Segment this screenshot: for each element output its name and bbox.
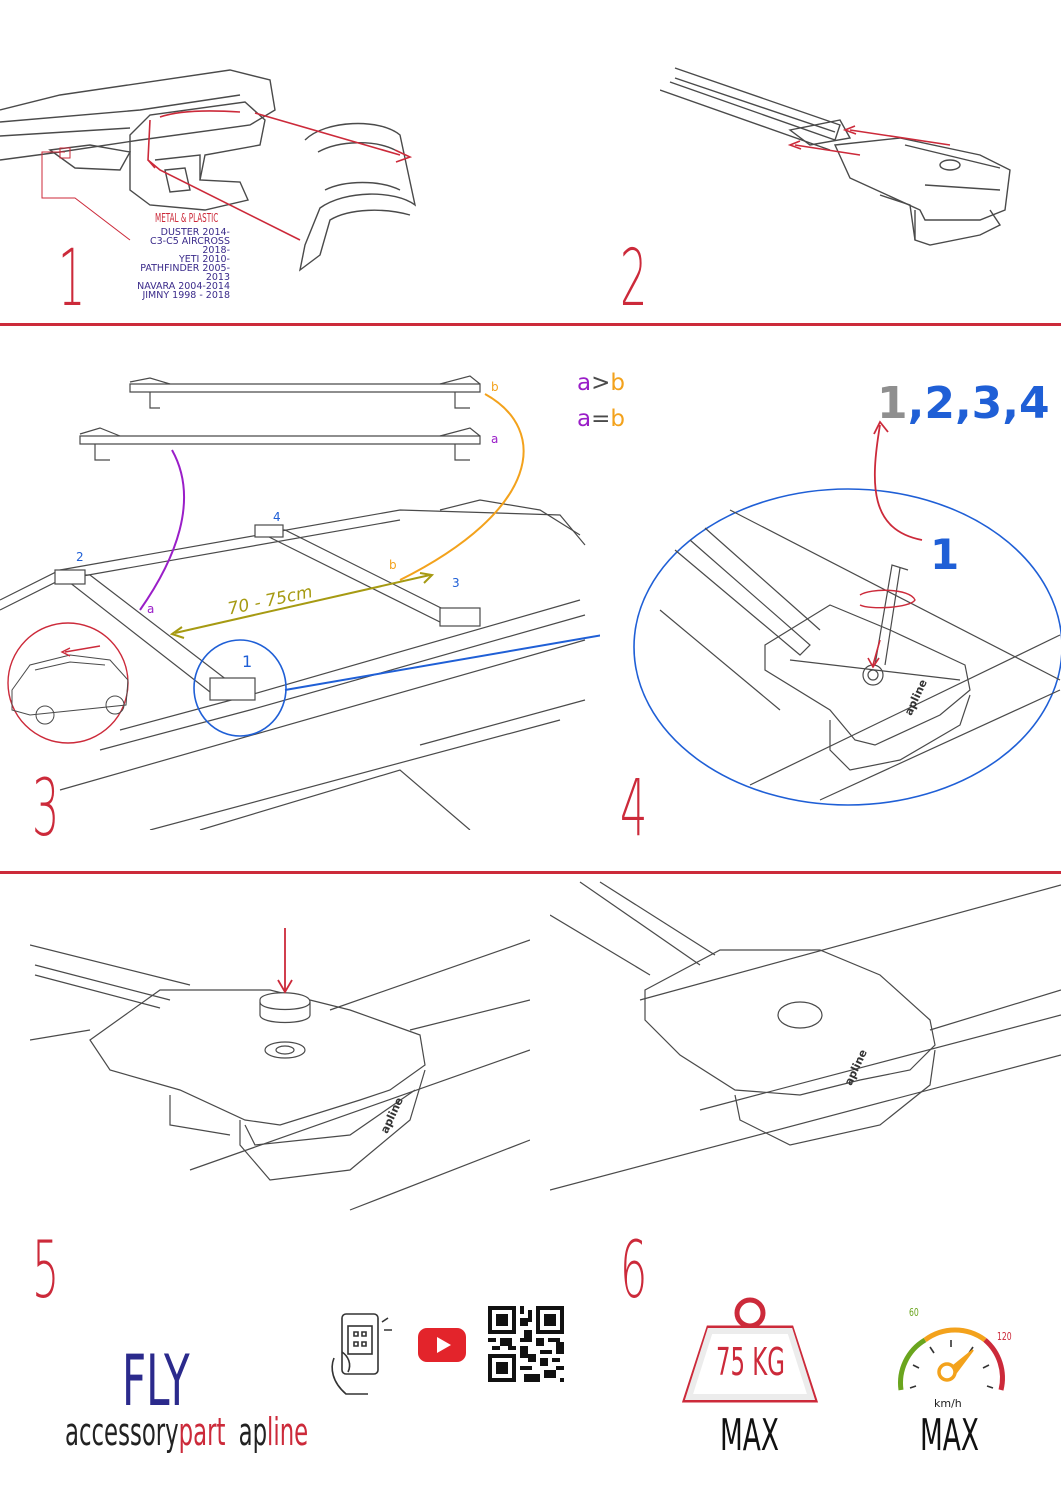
step-number-5: 5 xyxy=(32,1226,60,1316)
position-label-4: 4 xyxy=(273,510,281,524)
bar-label-a: a xyxy=(491,432,499,446)
vehicle-duster: DUSTER 2014- xyxy=(160,227,230,238)
step6-illustration xyxy=(550,881,1061,1191)
position-label-2: 2 xyxy=(76,550,84,564)
rule1-left: a xyxy=(577,370,592,396)
step-number-4: 4 xyxy=(620,764,648,854)
step-number-2: 2 xyxy=(620,234,648,324)
rule2-right: b xyxy=(610,406,625,432)
step3-illustration xyxy=(0,375,600,830)
step5-illustration xyxy=(30,928,530,1211)
rule1-right: b xyxy=(610,370,625,396)
weight-value: 75 KG xyxy=(716,1340,785,1384)
step-number-6: 6 xyxy=(620,1226,648,1316)
step-number-1: 1 xyxy=(58,234,86,324)
arc-label-b: b xyxy=(389,558,397,572)
vehicle-jimny: JIMNY 1998 - 2018 xyxy=(142,290,230,301)
rule-a-equals-b: a=b xyxy=(577,406,625,432)
rule2-left: a xyxy=(577,406,592,432)
callout-position-1: 1 xyxy=(930,530,960,579)
step2-illustration xyxy=(660,67,1011,246)
rule1-op: > xyxy=(591,370,611,396)
qr-code-icon[interactable] xyxy=(488,1306,564,1382)
step1-illustration xyxy=(0,69,417,272)
divider-top xyxy=(0,323,1061,326)
vehicle-yeti: YETI 2010- xyxy=(178,254,230,265)
tightening-order: 1,2,3,4 xyxy=(877,378,1050,429)
rule2-op: = xyxy=(591,406,611,432)
step1-material-label: METAL & PLASTIC xyxy=(155,211,219,225)
position-label-3: 3 xyxy=(452,576,460,590)
speed-max-label: MAX xyxy=(920,1410,979,1461)
vehicle-pathfinder: PATHFINDER 2005-2013 xyxy=(140,263,230,283)
vehicle-navara: NAVARA 2004-2014 xyxy=(137,281,230,292)
position-label-1: 1 xyxy=(242,652,253,671)
speed-min-label: 60 xyxy=(909,1306,919,1319)
brand-part: part xyxy=(178,1410,226,1454)
speedometer-icon xyxy=(898,1327,1005,1391)
arc-label-a: a xyxy=(147,602,155,616)
rule-a-greater-b: a>b xyxy=(577,370,625,396)
step-number-3: 3 xyxy=(32,764,60,854)
vehicle-aircross: C3-C5 AIRCROSS 2018- xyxy=(149,236,230,256)
youtube-icon[interactable] xyxy=(418,1328,466,1362)
phone-scan-icon[interactable] xyxy=(328,1312,394,1396)
step4-illustration xyxy=(633,420,1061,806)
tightening-order-rest: ,2,3,4 xyxy=(907,378,1050,429)
step1-vehicle-list: DUSTER 2014- C3-C5 AIRCROSS 2018- YETI 2… xyxy=(120,227,230,301)
brand-accessory: accessory xyxy=(65,1410,179,1454)
weight-max-label: MAX xyxy=(720,1410,779,1461)
speed-max-value: 120 xyxy=(997,1330,1012,1343)
brand-ap: ap xyxy=(238,1410,268,1454)
divider-middle xyxy=(0,871,1061,874)
bar-label-b: b xyxy=(491,380,499,394)
weight-icon xyxy=(681,1297,819,1403)
tightening-order-first: 1 xyxy=(877,378,908,429)
speed-unit: km/h xyxy=(934,1397,962,1410)
brand-line: line xyxy=(267,1410,309,1454)
product-name: FLY xyxy=(122,1340,190,1422)
